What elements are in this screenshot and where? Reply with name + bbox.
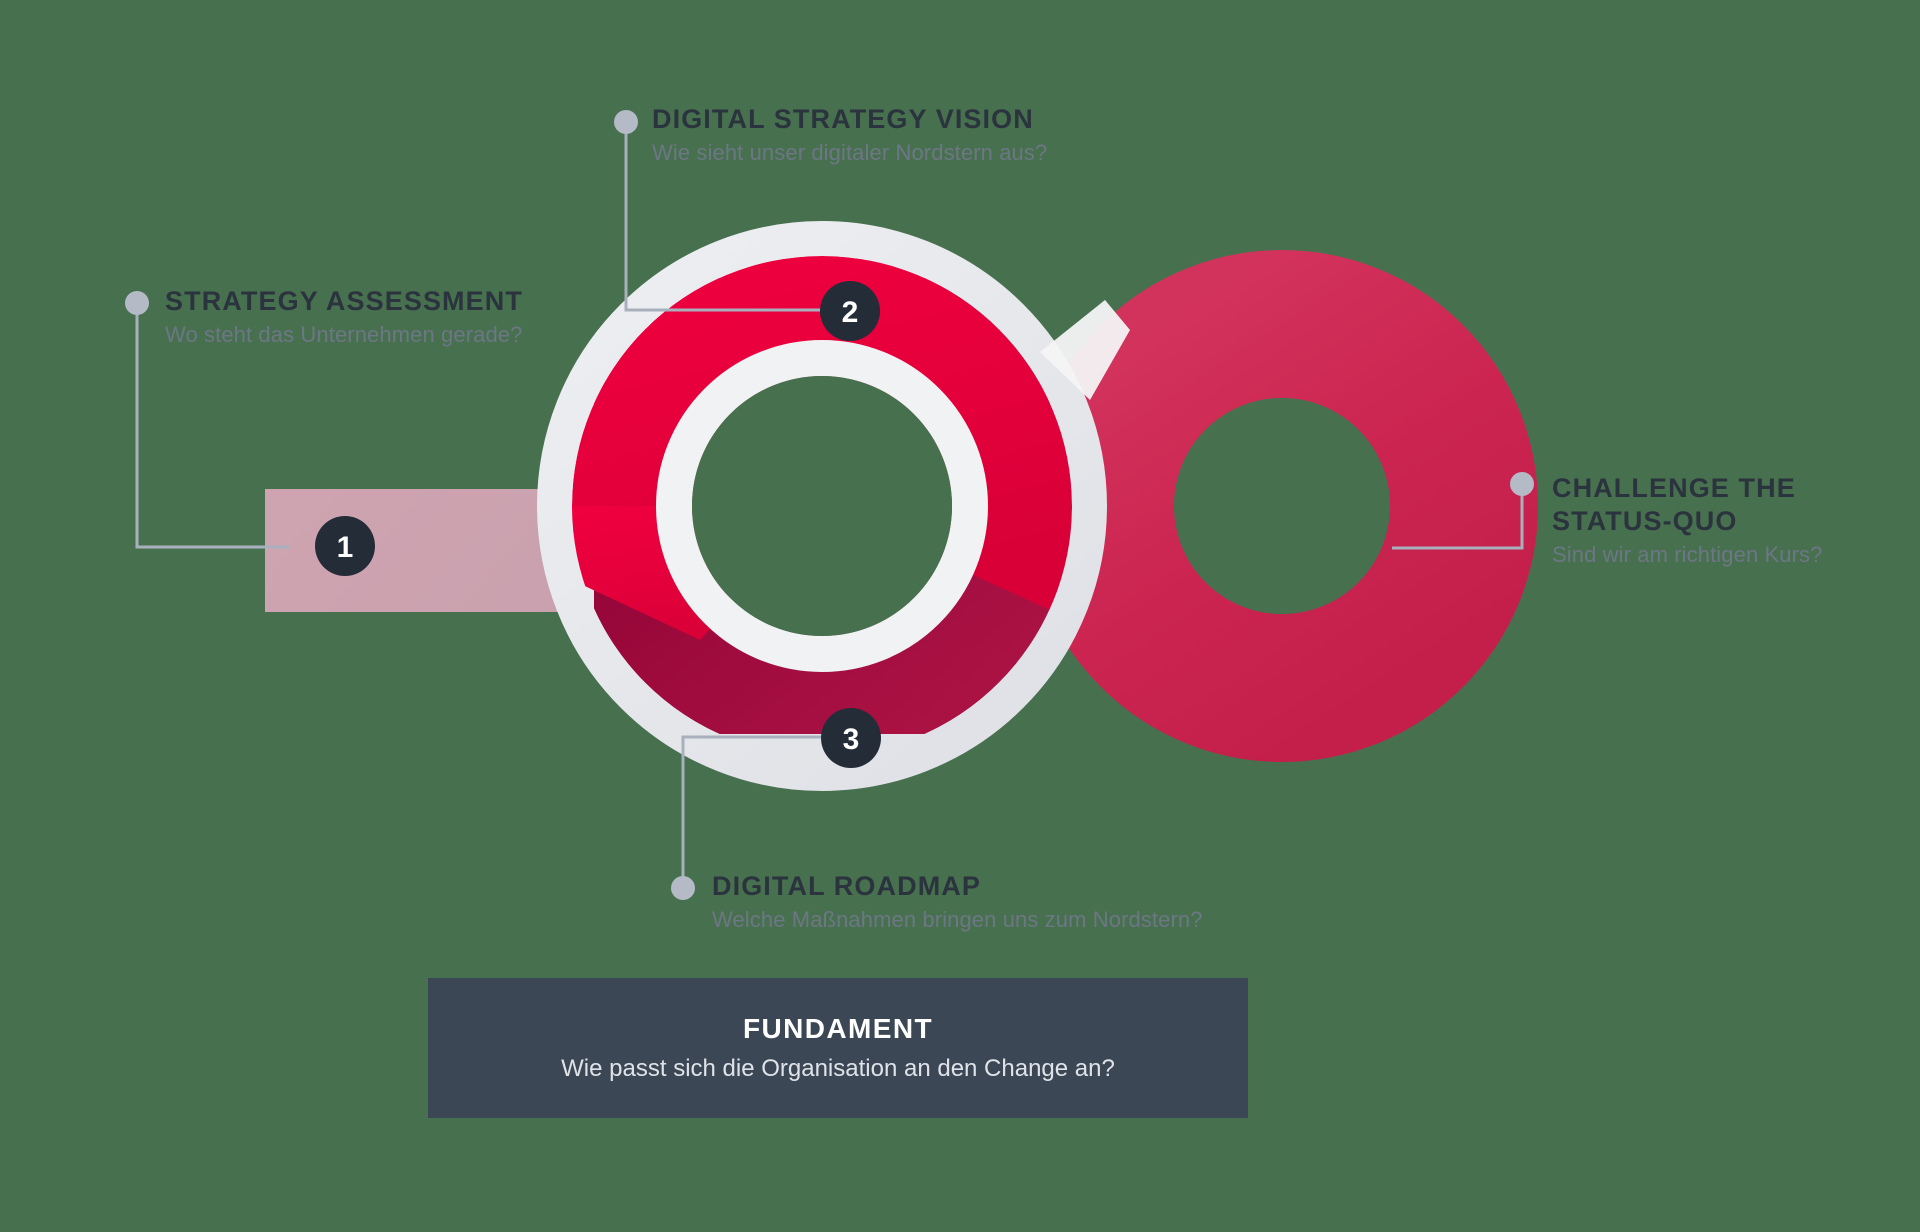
label-strategy-assessment-title: STRATEGY ASSESSMENT: [165, 286, 523, 316]
left-donut-hole: [692, 376, 952, 636]
badge-step3-number: 3: [843, 723, 860, 756]
leader-dot-step1: [125, 291, 149, 315]
label-digital-roadmap-subtitle: Welche Maßnahmen bringen uns zum Nordste…: [712, 906, 1203, 932]
fundament-title: FUNDAMENT: [743, 1013, 933, 1044]
label-challenge-status-quo-title-line1: CHALLENGE THE: [1552, 473, 1796, 503]
badge-step1-number: 1: [337, 531, 354, 564]
fundament-subtitle: Wie passt sich die Organisation an den C…: [561, 1055, 1115, 1082]
label-strategy-assessment[interactable]: STRATEGY ASSESSMENT Wo steht das Unterne…: [165, 285, 523, 348]
right-donut-hole: [1174, 398, 1390, 614]
label-challenge-status-quo-subtitle: Sind wir am richtigen Kurs?: [1552, 541, 1823, 567]
label-digital-roadmap-title: DIGITAL ROADMAP: [712, 871, 981, 901]
step-badges: 1 2 3: [315, 281, 881, 768]
donut-junction-highlight: [1040, 300, 1130, 400]
leader-dot-right: [1510, 472, 1534, 496]
label-digital-strategy-vision-subtitle: Wie sieht unser digitaler Nordstern aus?: [652, 139, 1048, 165]
badge-step2[interactable]: 2: [820, 281, 880, 341]
badge-step1[interactable]: 1: [315, 516, 375, 576]
badge-step3[interactable]: 3: [821, 708, 881, 768]
fundament-panel[interactable]: FUNDAMENT Wie passt sich die Organisatio…: [428, 978, 1248, 1118]
leader-line-step2: [624, 130, 820, 312]
label-digital-strategy-vision-title: DIGITAL STRATEGY VISION: [652, 104, 1034, 134]
leader-lines: [135, 130, 1524, 880]
label-digital-roadmap[interactable]: DIGITAL ROADMAP Welche Maßnahmen bringen…: [712, 870, 1203, 933]
label-strategy-assessment-subtitle: Wo steht das Unternehmen gerade?: [165, 321, 523, 347]
badge-step2-number: 2: [842, 296, 859, 329]
leader-line-step1: [135, 311, 290, 549]
left-donut-inner-ring: [656, 340, 988, 672]
label-challenge-status-quo[interactable]: CHALLENGE THE STATUS-QUO Sind wir am ric…: [1552, 472, 1822, 568]
leader-dot-step2: [614, 110, 638, 134]
label-digital-strategy-vision[interactable]: DIGITAL STRATEGY VISION Wie sieht unser …: [652, 103, 1047, 166]
leader-line-step3: [681, 735, 823, 880]
label-challenge-status-quo-title-line2: STATUS-QUO: [1552, 505, 1738, 536]
leader-dot-step3: [671, 876, 695, 900]
leader-line-right: [1392, 492, 1524, 550]
leader-dots: [125, 110, 1534, 900]
